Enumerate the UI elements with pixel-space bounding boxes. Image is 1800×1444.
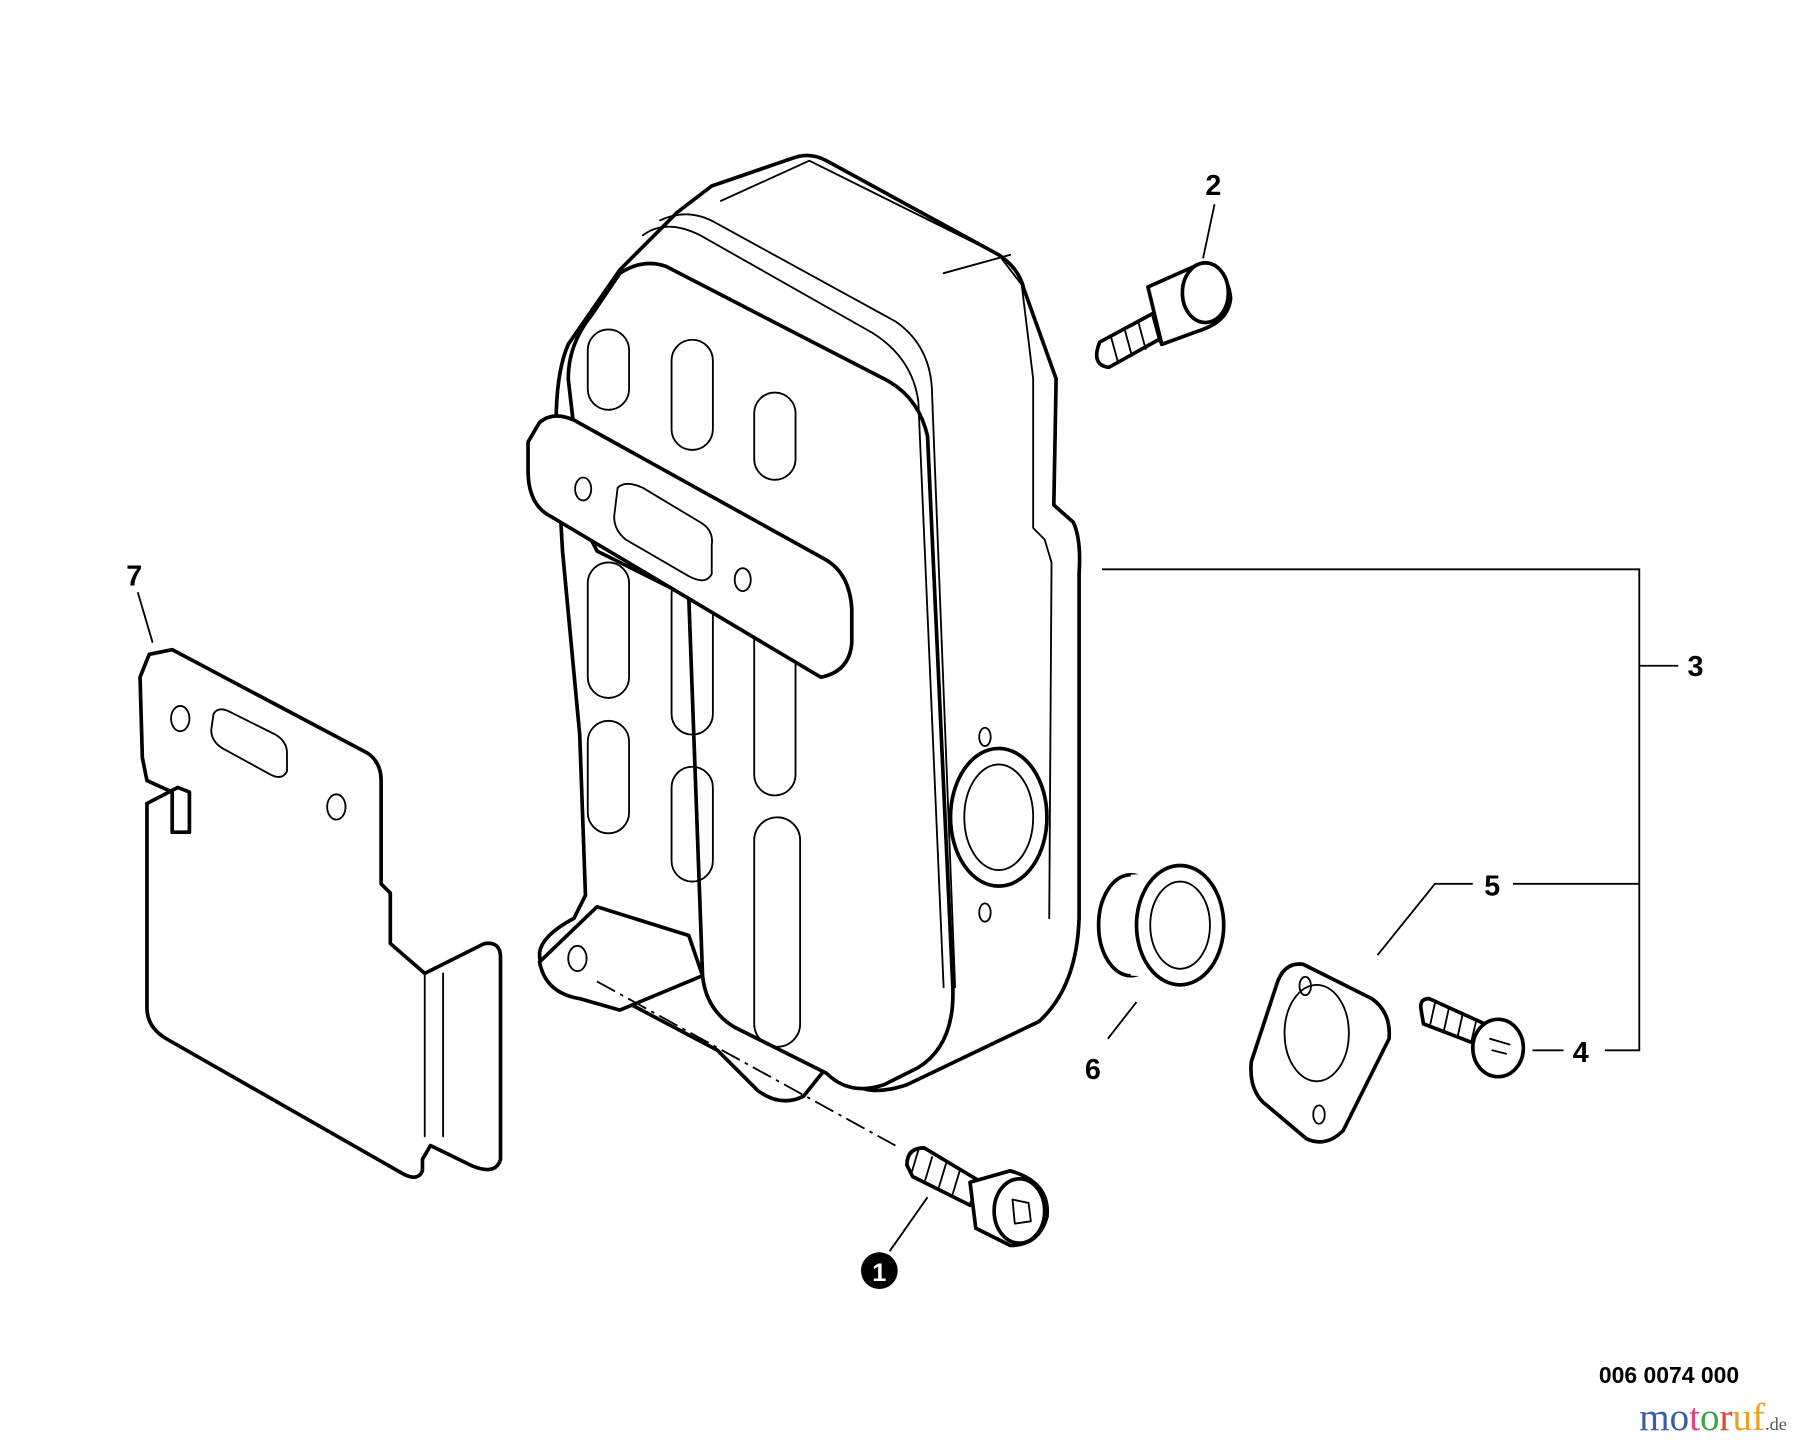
leader-lines <box>136 204 1679 1252</box>
watermark-logo: motoruf.de <box>1639 1396 1787 1439</box>
part-label-6: 6 <box>1085 1054 1101 1086</box>
spark-arrestor-screen <box>1096 863 1226 987</box>
watermark-letter: m <box>1639 1396 1669 1439</box>
watermark-letter: f <box>1752 1396 1765 1439</box>
screw-1 <box>596 980 1050 1248</box>
watermark-letter: t <box>1689 1396 1700 1439</box>
muffler <box>526 153 1082 1103</box>
watermark-letter: o <box>1700 1396 1720 1439</box>
watermark-letter: r <box>1720 1396 1733 1439</box>
watermark-letter: u <box>1733 1396 1753 1439</box>
part-label-4: 4 <box>1573 1037 1589 1069</box>
screw-2 <box>1094 261 1233 370</box>
gasket <box>1249 962 1392 1144</box>
part-label-1-circled: 1 <box>860 1252 898 1290</box>
part-label-3: 3 <box>1688 651 1704 683</box>
part-label-5: 5 <box>1484 870 1500 902</box>
part-label-7: 7 <box>126 560 142 592</box>
heat-shield <box>138 647 503 1179</box>
part-label-2: 2 <box>1205 170 1221 202</box>
watermark-letter: o <box>1670 1396 1690 1439</box>
part-label-1: 1 <box>872 1259 886 1287</box>
drawing-number: 006 0074 000 <box>1599 1362 1739 1388</box>
screw-4 <box>1418 996 1526 1079</box>
